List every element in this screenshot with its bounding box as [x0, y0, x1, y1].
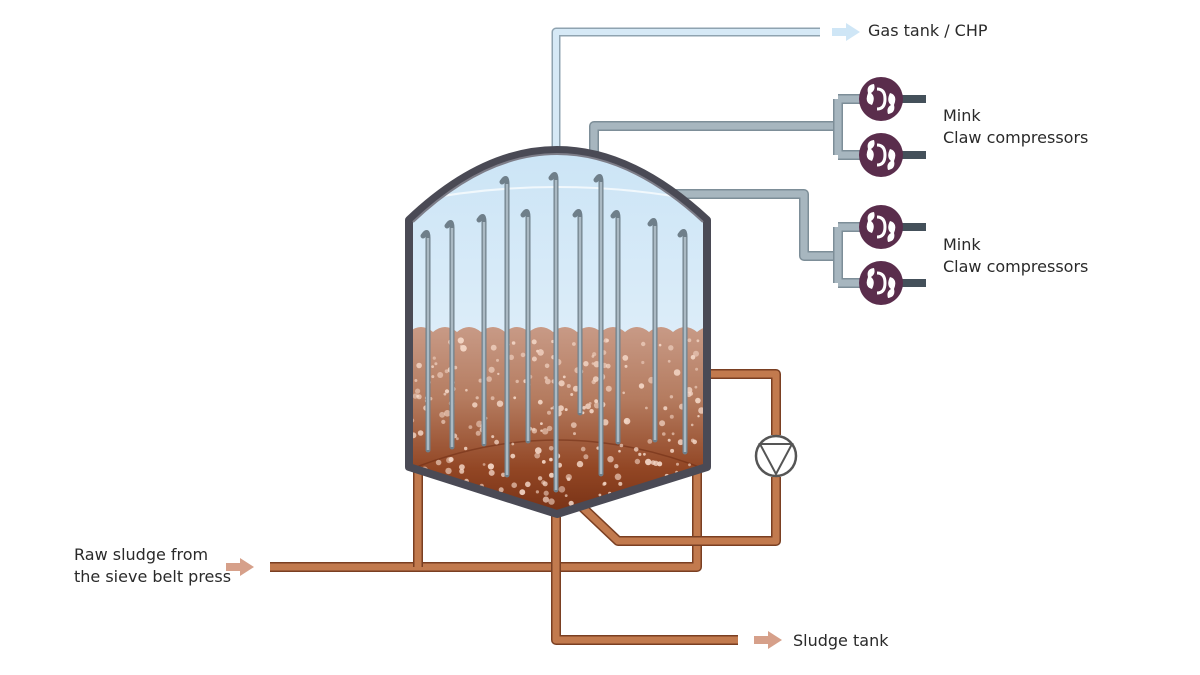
circulation-pump-icon: [754, 434, 798, 478]
sludge-pipes: [270, 369, 781, 645]
compressors-bottom-line1: Mink: [943, 235, 981, 254]
compressors-bottom-line2: Claw compressors: [943, 257, 1089, 276]
compressors-bottom-label: Mink Claw compressors: [943, 234, 1088, 278]
gas-lances: [420, 172, 688, 493]
claw-compressor-icon: [859, 261, 903, 305]
raw-sludge-label: Raw sludge from the sieve belt press: [74, 544, 231, 588]
gas-outlet-pipe: [551, 27, 820, 152]
compressors-top-label: Mink Claw compressors: [943, 105, 1088, 149]
flow-arrow-icon: [832, 23, 860, 41]
compressors-top-line2: Claw compressors: [943, 128, 1089, 147]
claw-compressor-icon: [859, 77, 903, 121]
gas-tank-label: Gas tank / CHP: [868, 21, 988, 40]
compressor-group-bottom: [859, 205, 903, 305]
compressor-group-top: [859, 77, 903, 177]
digester-tank: [405, 146, 711, 518]
claw-compressor-icon: [859, 205, 903, 249]
raw-sludge-line2: the sieve belt press: [74, 567, 232, 586]
flow-arrow-icon: [226, 558, 254, 576]
compressors-top-line1: Mink: [943, 106, 981, 125]
claw-compressor-icon: [859, 133, 903, 177]
raw-sludge-line1: Raw sludge from: [74, 545, 209, 564]
sludge-tank-label: Sludge tank: [793, 631, 889, 650]
flow-arrow-icon: [754, 631, 782, 649]
